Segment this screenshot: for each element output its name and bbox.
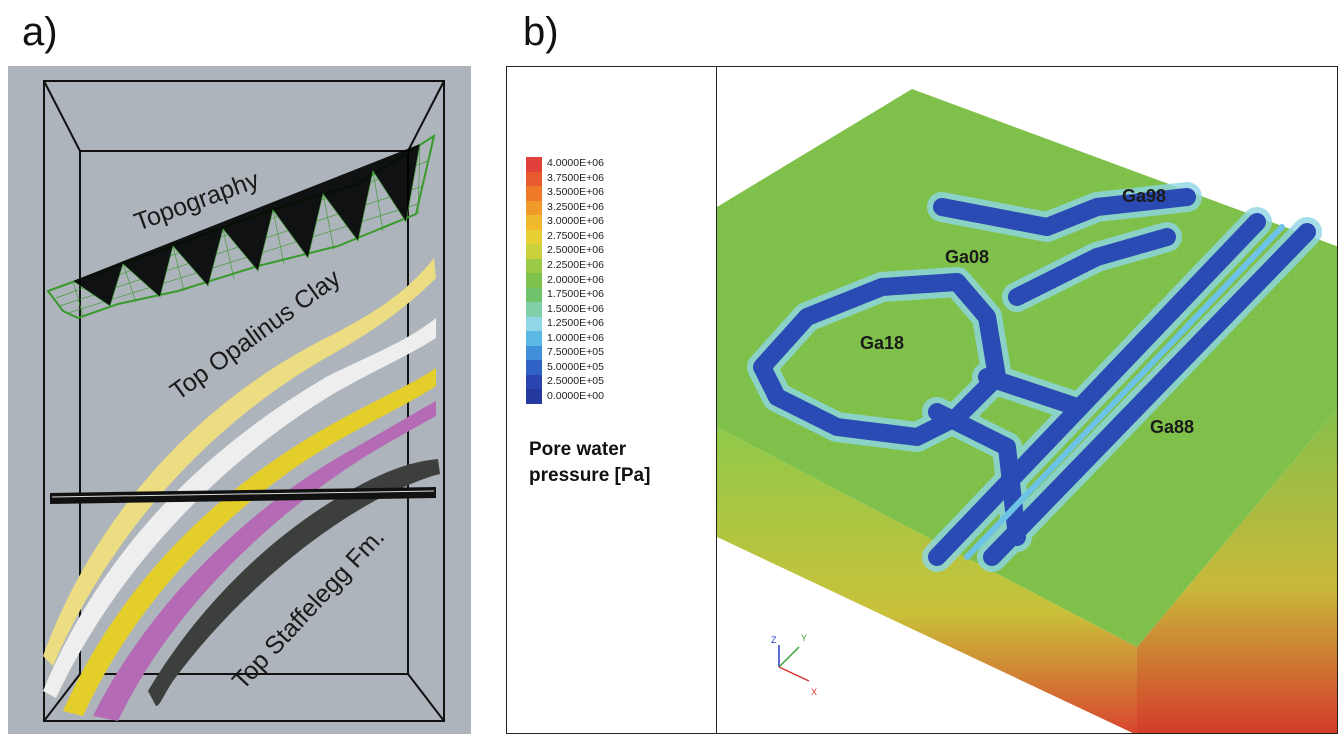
colorbar-tick-label: 1.7500E+06 bbox=[547, 288, 604, 301]
colorbar-segment bbox=[526, 186, 542, 202]
colorbar-tick-label: 1.5000E+06 bbox=[547, 302, 604, 315]
colorbar-segment bbox=[526, 171, 542, 187]
staffelegg-surface bbox=[148, 459, 440, 706]
axis-x-label: X bbox=[811, 687, 817, 697]
orientation-axes: Z Y X bbox=[771, 633, 817, 697]
colorbar-tick-label: 7.5000E+05 bbox=[547, 346, 604, 359]
axis-y-label: Y bbox=[801, 633, 807, 643]
white-surface bbox=[43, 318, 436, 698]
colorbar bbox=[526, 157, 542, 405]
colorbar-tick-label: 2.2500E+06 bbox=[547, 258, 604, 271]
colorbar-segment bbox=[526, 244, 542, 260]
colorbar-segment bbox=[526, 273, 542, 289]
colorbar-segment bbox=[526, 157, 542, 173]
colorbar-tick-label: 2.0000E+06 bbox=[547, 273, 604, 286]
well-label-ga98: Ga98 bbox=[1122, 186, 1166, 206]
colorbar-segment bbox=[526, 302, 542, 318]
colorbar-tick-label: 3.2500E+06 bbox=[547, 200, 604, 213]
colorbar-segment bbox=[526, 389, 542, 405]
colorbar-segment bbox=[526, 258, 542, 274]
label-staffelegg: Top Staffelegg Fm. bbox=[227, 523, 390, 695]
purple-surface bbox=[93, 401, 436, 721]
colorbar-tick-label: 2.7500E+06 bbox=[547, 229, 604, 242]
model-right-face bbox=[1137, 407, 1339, 735]
colorbar-tick-label: 2.5000E+05 bbox=[547, 375, 604, 388]
axis-z-label: Z bbox=[771, 635, 777, 645]
colorbar-segment bbox=[526, 360, 542, 376]
model-3d-view: Ga98 Ga08 Ga18 Ga88 Z Y X bbox=[717, 67, 1339, 735]
colorbar-segment bbox=[526, 200, 542, 216]
colorbar-segment bbox=[526, 345, 542, 361]
colorbar-tick-label: 3.0000E+06 bbox=[547, 215, 604, 228]
tunnel-network bbox=[747, 182, 1322, 572]
legend-title: Pore water pressure [Pa] bbox=[529, 437, 650, 489]
well-label-ga18: Ga18 bbox=[860, 333, 904, 353]
well-label-ga88: Ga88 bbox=[1150, 417, 1194, 437]
colorbar-segment bbox=[526, 229, 542, 245]
panel-a-label: a) bbox=[22, 10, 58, 54]
colorbar-segment bbox=[526, 215, 542, 231]
colorbar-tick-label: 2.5000E+06 bbox=[547, 244, 604, 257]
opalinus-clay-surface bbox=[43, 258, 436, 666]
topography-mesh bbox=[46, 133, 436, 320]
colorbar-segment bbox=[526, 287, 542, 303]
model-front-face bbox=[717, 427, 1137, 735]
colorbar-tick-label: 1.0000E+06 bbox=[547, 331, 604, 344]
legend-title-line1: Pore water bbox=[529, 439, 627, 460]
cross-section-plane bbox=[50, 487, 436, 504]
yellow-surface bbox=[63, 368, 436, 716]
well-label-ga08: Ga08 bbox=[945, 247, 989, 267]
colorbar-segment bbox=[526, 331, 542, 347]
colorbar-tick-label: 1.2500E+06 bbox=[547, 317, 604, 330]
colorbar-tick-label: 0.0000E+00 bbox=[547, 390, 604, 402]
colorbar-segment bbox=[526, 374, 542, 390]
colorbar-tick-label: 3.5000E+06 bbox=[547, 186, 604, 199]
colorbar-segment bbox=[526, 316, 542, 332]
geological-model-view: Topography Top Opalinus Clay Top Staffel… bbox=[8, 66, 471, 734]
panel-b-label: b) bbox=[523, 10, 559, 54]
legend-title-line2: pressure [Pa] bbox=[529, 465, 651, 486]
colorbar-tick-label: 5.0000E+05 bbox=[547, 360, 604, 373]
colorbar-tick-label: 3.7500E+06 bbox=[547, 171, 604, 184]
colorbar-tick-label: 4.0000E+06 bbox=[547, 157, 604, 169]
